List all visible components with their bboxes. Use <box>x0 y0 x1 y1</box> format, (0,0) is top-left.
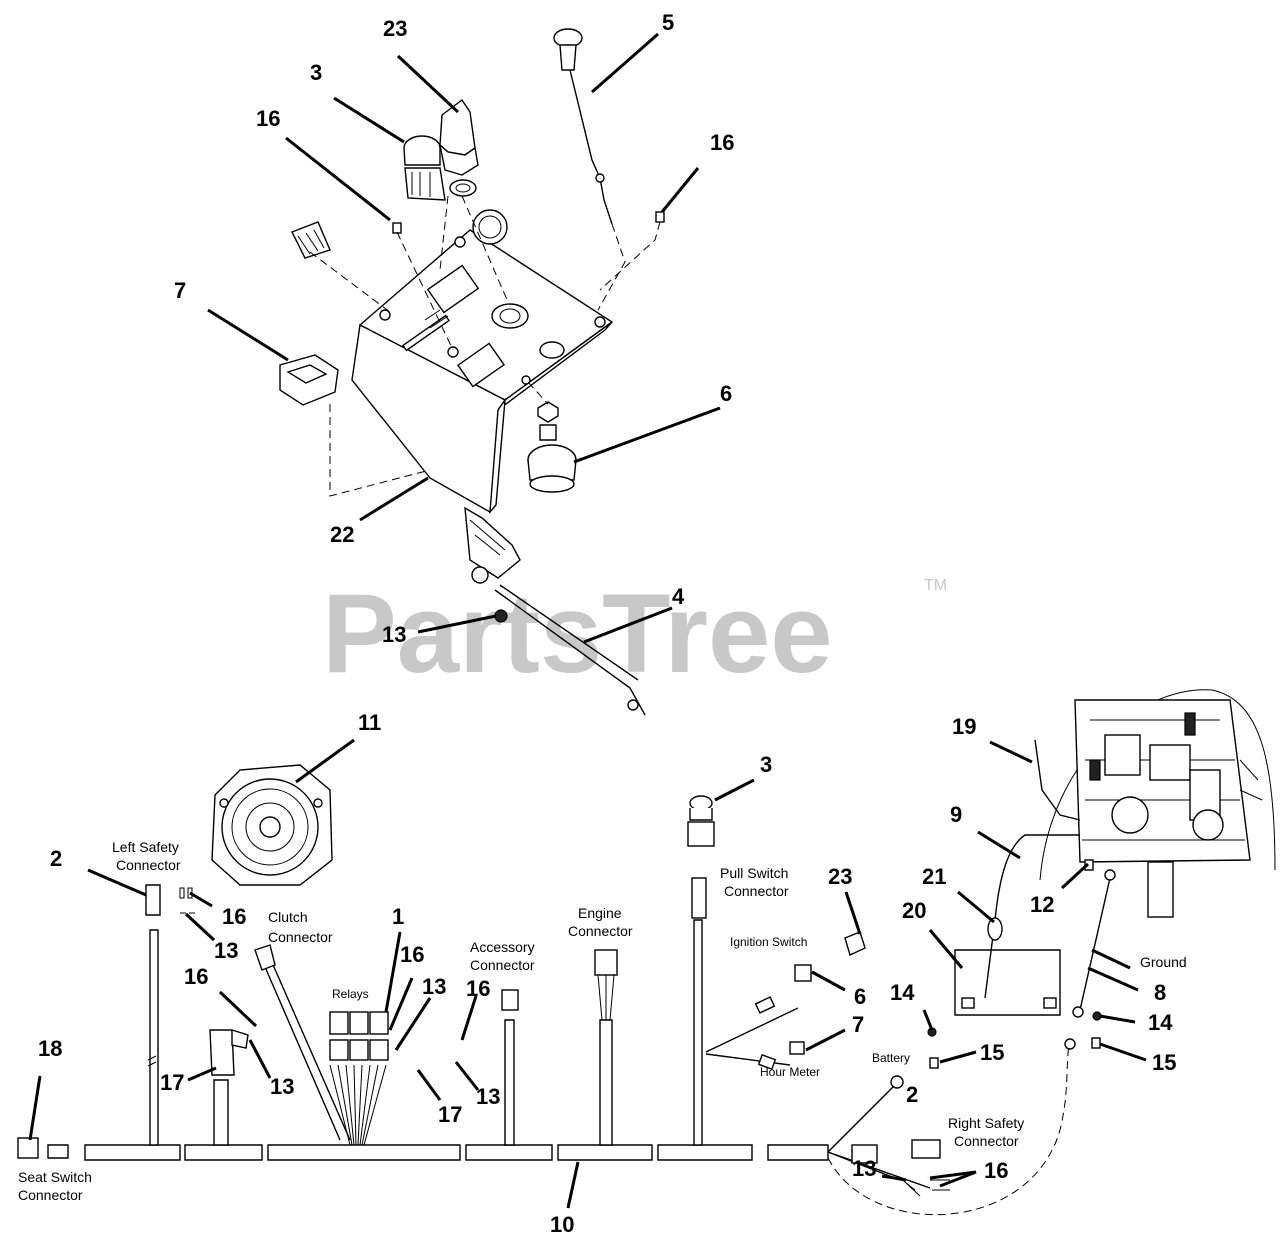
callout-5: 5 <box>662 10 674 35</box>
watermark: PartsTree <box>322 571 833 696</box>
hour-meter-label: Hour Meter <box>760 1065 820 1079</box>
pull-switch-label: Pull Switch <box>720 865 788 881</box>
right-safety-label: Right Safety <box>948 1115 1024 1131</box>
left-safety-label-2: Connector <box>116 857 181 873</box>
callout-16: 16 <box>984 1158 1008 1183</box>
ignition-switch-label: Ignition Switch <box>730 935 807 949</box>
callout-3: 3 <box>310 60 322 85</box>
key-part-23 <box>438 98 508 245</box>
callout-21: 21 <box>922 864 946 889</box>
callout-23: 23 <box>828 864 852 889</box>
callout-12: 12 <box>1030 892 1054 917</box>
seat-switch-part-18 <box>17 1137 39 1159</box>
screw-16-top-left <box>392 222 402 234</box>
callout-14: 14 <box>1148 1010 1173 1035</box>
callout-10: 10 <box>550 1212 574 1237</box>
callout-13: 13 <box>852 1156 876 1181</box>
battery-part-20 <box>954 949 1061 1016</box>
callout-13: 13 <box>382 622 406 647</box>
watermark-tm: TM <box>924 577 947 594</box>
leader-lines <box>28 32 1147 1209</box>
cable-part-9 <box>984 834 1080 999</box>
callout-22: 22 <box>330 522 354 547</box>
callout-15: 15 <box>1152 1050 1176 1075</box>
callout-8: 8 <box>1154 980 1166 1005</box>
battery-label: Battery <box>872 1051 910 1065</box>
callout-13: 13 <box>422 974 446 999</box>
callout-1: 1 <box>392 904 404 929</box>
battery-ring <box>890 1075 904 1089</box>
callout-2: 2 <box>906 1082 918 1107</box>
callout-13: 13 <box>270 1074 294 1099</box>
pto-switch-lower-part-3 <box>687 795 715 847</box>
callout-16: 16 <box>184 964 208 989</box>
pto-switch-part-3 <box>403 135 446 201</box>
callout-19: 19 <box>952 714 976 739</box>
bolt-part-15-right <box>1091 1037 1101 1049</box>
callout-16: 16 <box>256 106 280 131</box>
nut-part-14-right <box>1092 1011 1102 1021</box>
engine-block <box>1039 689 1276 918</box>
callout-4: 4 <box>672 584 685 609</box>
left-safety-label: Left Safety <box>112 839 179 855</box>
main-harness-part-10 <box>47 877 1071 1216</box>
callout-23: 23 <box>383 16 407 41</box>
callout-6: 6 <box>720 381 732 406</box>
ground-cable-part-8 <box>1079 877 1111 1011</box>
relays-label: Relays <box>332 987 369 1001</box>
callout-numbers: 23 5 3 16 16 7 6 22 4 13 11 19 3 9 2 21 … <box>38 10 1176 1237</box>
callout-18: 18 <box>38 1036 62 1061</box>
assembly-lines-top <box>309 195 661 497</box>
callout-7: 7 <box>852 1012 864 1037</box>
callout-11: 11 <box>358 710 381 735</box>
callout-9: 9 <box>950 802 962 827</box>
callout-3: 3 <box>760 752 772 777</box>
clutch-label: Clutch <box>268 909 308 925</box>
control-panel-assembly <box>351 229 614 623</box>
callout-16: 16 <box>710 130 734 155</box>
callout-13: 13 <box>214 938 238 963</box>
hour-meter-part-7 <box>279 354 339 406</box>
engine-label-2: Connector <box>568 923 633 939</box>
seat-switch-label: Seat Switch <box>18 1169 92 1185</box>
right-safety-label-2: Connector <box>954 1133 1019 1149</box>
ignition-switch-lower <box>794 964 812 982</box>
pull-switch-label-2: Connector <box>724 883 789 899</box>
ground-label: Ground <box>1140 954 1187 970</box>
callout-16: 16 <box>466 976 490 1001</box>
ignition-wires <box>705 1007 799 1066</box>
callout-17: 17 <box>438 1102 462 1127</box>
callout-7: 7 <box>174 278 186 303</box>
callout-15: 15 <box>980 1040 1004 1065</box>
choke-cable-part-5 <box>553 28 613 225</box>
callout-6: 6 <box>854 984 866 1009</box>
ignition-switch-part-6 <box>527 401 577 493</box>
wire-part-19 <box>1034 739 1081 821</box>
callout-2: 2 <box>50 846 62 871</box>
callout-16: 16 <box>222 904 246 929</box>
engine-label: Engine <box>578 905 622 921</box>
text-labels: Left Safety Connector Clutch Connector R… <box>18 839 1187 1203</box>
seat-switch-label-2: Connector <box>18 1187 83 1203</box>
accessory-label: Accessory <box>470 939 535 955</box>
bolt-part-15-left <box>929 1057 939 1069</box>
callout-17: 17 <box>160 1070 184 1095</box>
clutch-part-11 <box>211 764 333 886</box>
callout-14: 14 <box>890 980 915 1005</box>
throttle-cable-part-4 <box>494 589 646 716</box>
screw-16-top-right <box>655 211 665 223</box>
clutch-label-2: Connector <box>268 929 333 945</box>
key-23-lower <box>844 931 866 956</box>
callout-20: 20 <box>902 898 926 923</box>
callout-16: 16 <box>400 942 424 967</box>
right-safety-connector-part <box>911 1139 941 1159</box>
hour-meter-lower <box>789 1041 805 1055</box>
callout-13: 13 <box>476 1084 500 1109</box>
accessory-label-2: Connector <box>470 957 535 973</box>
